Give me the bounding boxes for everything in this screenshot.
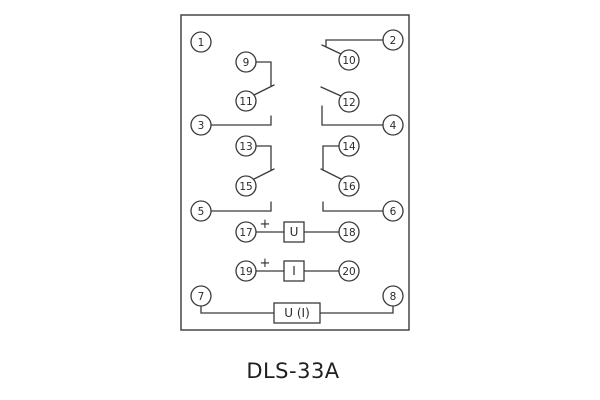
terminal-12: 12 <box>338 91 360 113</box>
terminal-2: 2 <box>382 29 404 51</box>
terminal-circle <box>190 31 212 53</box>
terminal-circle <box>338 91 360 113</box>
terminal-number: 9 <box>243 57 250 69</box>
terminal-number: 2 <box>390 35 397 47</box>
terminal-17: 17 <box>235 221 257 243</box>
terminal-4: 4 <box>382 114 404 136</box>
terminal-circle <box>235 175 257 197</box>
terminal-20: 20 <box>338 260 360 282</box>
contact-group-9-11-3 <box>210 61 275 126</box>
terminal-number: 10 <box>342 55 355 67</box>
relay-body-outline <box>180 14 410 331</box>
terminal-13: 13 <box>235 135 257 157</box>
terminal-circle <box>235 90 257 112</box>
terminal-number: 19 <box>239 266 252 278</box>
model-title: DLS-33A <box>246 359 339 383</box>
current-coil-box <box>283 260 305 282</box>
voltage-coil-circuit: U + <box>255 217 340 243</box>
terminal-number: 18 <box>342 227 355 239</box>
terminal-circle <box>235 135 257 157</box>
fixed-contact-from-6 <box>322 201 384 212</box>
wire-8-to-coil <box>319 305 394 314</box>
terminal-circle <box>190 114 212 136</box>
terminal-number: 1 <box>198 37 205 49</box>
terminal-number: 14 <box>342 141 356 153</box>
terminal-3: 3 <box>190 114 212 136</box>
combined-coil-box <box>273 302 321 324</box>
wire-7-to-coil <box>200 305 275 314</box>
switch-blade-10 <box>321 44 342 55</box>
terminal-18: 18 <box>338 221 360 243</box>
terminal-10: 10 <box>338 49 360 71</box>
terminal-number: 13 <box>239 141 252 153</box>
terminal-circle <box>338 135 360 157</box>
contact-group-13-15-5 <box>210 145 275 212</box>
terminal-circle <box>338 260 360 282</box>
terminal-number: 20 <box>342 266 355 278</box>
terminal-circle <box>235 51 257 73</box>
terminal-circle <box>382 200 404 222</box>
switch-blade-15 <box>253 168 275 180</box>
voltage-coil-label: U <box>290 225 299 239</box>
current-coil-circuit: I + <box>255 256 340 282</box>
current-coil-label: I <box>292 264 296 278</box>
terminal-circle <box>382 29 404 51</box>
terminal-number: 3 <box>198 120 205 132</box>
voltage-coil-box <box>283 221 305 243</box>
terminal-15: 15 <box>235 175 257 197</box>
switch-blade-12 <box>320 86 342 97</box>
terminal-circle <box>382 114 404 136</box>
terminal-number: 11 <box>239 96 252 108</box>
terminal-circle <box>338 221 360 243</box>
switch-blade-16 <box>320 168 342 180</box>
terminal-number: 7 <box>198 291 205 303</box>
terminal-number: 5 <box>198 206 205 218</box>
terminal-6: 6 <box>382 200 404 222</box>
terminal-number: 17 <box>239 227 252 239</box>
contact-group-12-4 <box>320 86 384 126</box>
polarity-plus-19: + <box>260 256 271 271</box>
switch-blade-11 <box>253 84 275 96</box>
fixed-contact-from-9 <box>255 61 272 87</box>
fixed-contact-from-14 <box>322 145 340 171</box>
terminal-number: 4 <box>390 120 397 132</box>
terminal-14: 14 <box>338 135 360 157</box>
terminal-7: 7 <box>190 285 212 307</box>
terminal-16: 16 <box>338 175 360 197</box>
terminal-9: 9 <box>235 51 257 73</box>
polarity-plus-17: + <box>260 217 271 232</box>
fixed-contact-from-3 <box>210 115 272 126</box>
terminal-5: 5 <box>190 200 212 222</box>
terminal-8: 8 <box>382 285 404 307</box>
fixed-contact-from-2 <box>325 39 384 47</box>
terminal-circle <box>338 49 360 71</box>
fixed-contact-from-4 <box>321 105 384 126</box>
terminal-number: 12 <box>342 97 355 109</box>
terminal-circle <box>190 285 212 307</box>
terminal-1: 1 <box>190 31 212 53</box>
terminal-circle <box>190 200 212 222</box>
terminal-11: 11 <box>235 90 257 112</box>
fixed-contact-from-5 <box>210 201 272 212</box>
terminal-19: 19 <box>235 260 257 282</box>
terminal-circle <box>382 285 404 307</box>
contact-group-2-10 <box>321 39 384 55</box>
terminal-number: 15 <box>239 181 252 193</box>
terminal-circle <box>235 260 257 282</box>
fixed-contact-from-13 <box>255 145 272 171</box>
terminal-circle <box>235 221 257 243</box>
terminal-number: 16 <box>342 181 356 193</box>
terminal-circle <box>338 175 360 197</box>
terminal-number: 6 <box>390 206 397 218</box>
contact-group-14-16-6 <box>320 145 384 212</box>
combined-coil-circuit: U (I) <box>200 302 394 324</box>
combined-coil-label: U (I) <box>284 306 310 320</box>
terminal-number: 8 <box>390 291 397 303</box>
